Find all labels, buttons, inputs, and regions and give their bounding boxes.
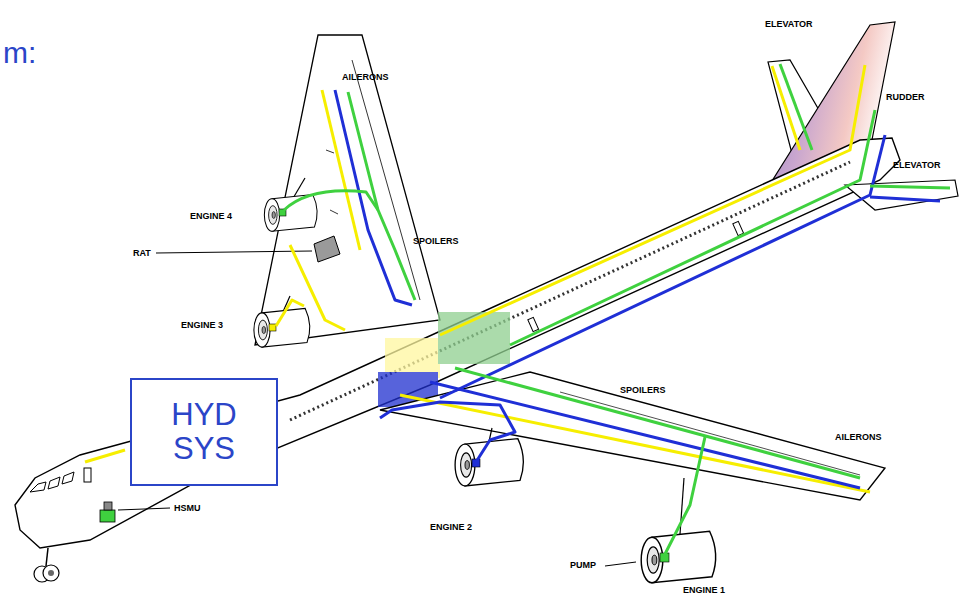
- fuselage: [15, 138, 900, 548]
- part-label: ENGINE 1: [683, 585, 725, 596]
- hsmu-symbol: [100, 502, 170, 522]
- part-label: ELEVATOR: [765, 19, 813, 30]
- part-label: AILERONS: [342, 72, 389, 83]
- near-stabilizer: [845, 180, 958, 210]
- engine-2: [455, 428, 523, 486]
- box-title: HYD SYS: [171, 398, 236, 466]
- part-label: HSMU: [174, 503, 201, 514]
- part-label: ELEVATOR: [893, 160, 941, 171]
- rat-symbol: [156, 236, 340, 262]
- part-label: RUDDER: [886, 92, 925, 103]
- part-label: PUMP: [570, 560, 596, 571]
- blue-system-lines: [335, 90, 940, 488]
- part-label: ENGINE 3: [181, 320, 223, 331]
- part-label: AILERONS: [835, 432, 882, 443]
- heading-fragment: m:: [3, 36, 36, 70]
- part-label: SPOILERS: [413, 236, 459, 247]
- part-label: ENGINE 2: [430, 522, 472, 533]
- nose-gear: [34, 548, 59, 582]
- part-label: ENGINE 4: [190, 211, 232, 222]
- green-system-lines: [284, 64, 950, 556]
- far-wing: [255, 35, 440, 345]
- engine-1: [605, 478, 716, 583]
- part-label: RAT: [133, 248, 151, 259]
- cabin-windows: [290, 162, 850, 420]
- yellow-system-lines: [85, 65, 870, 492]
- engine-3: [254, 296, 310, 347]
- callout-box: HYD SYS: [130, 378, 278, 486]
- cockpit-windows: [30, 472, 74, 492]
- part-label: SPOILERS: [620, 385, 666, 396]
